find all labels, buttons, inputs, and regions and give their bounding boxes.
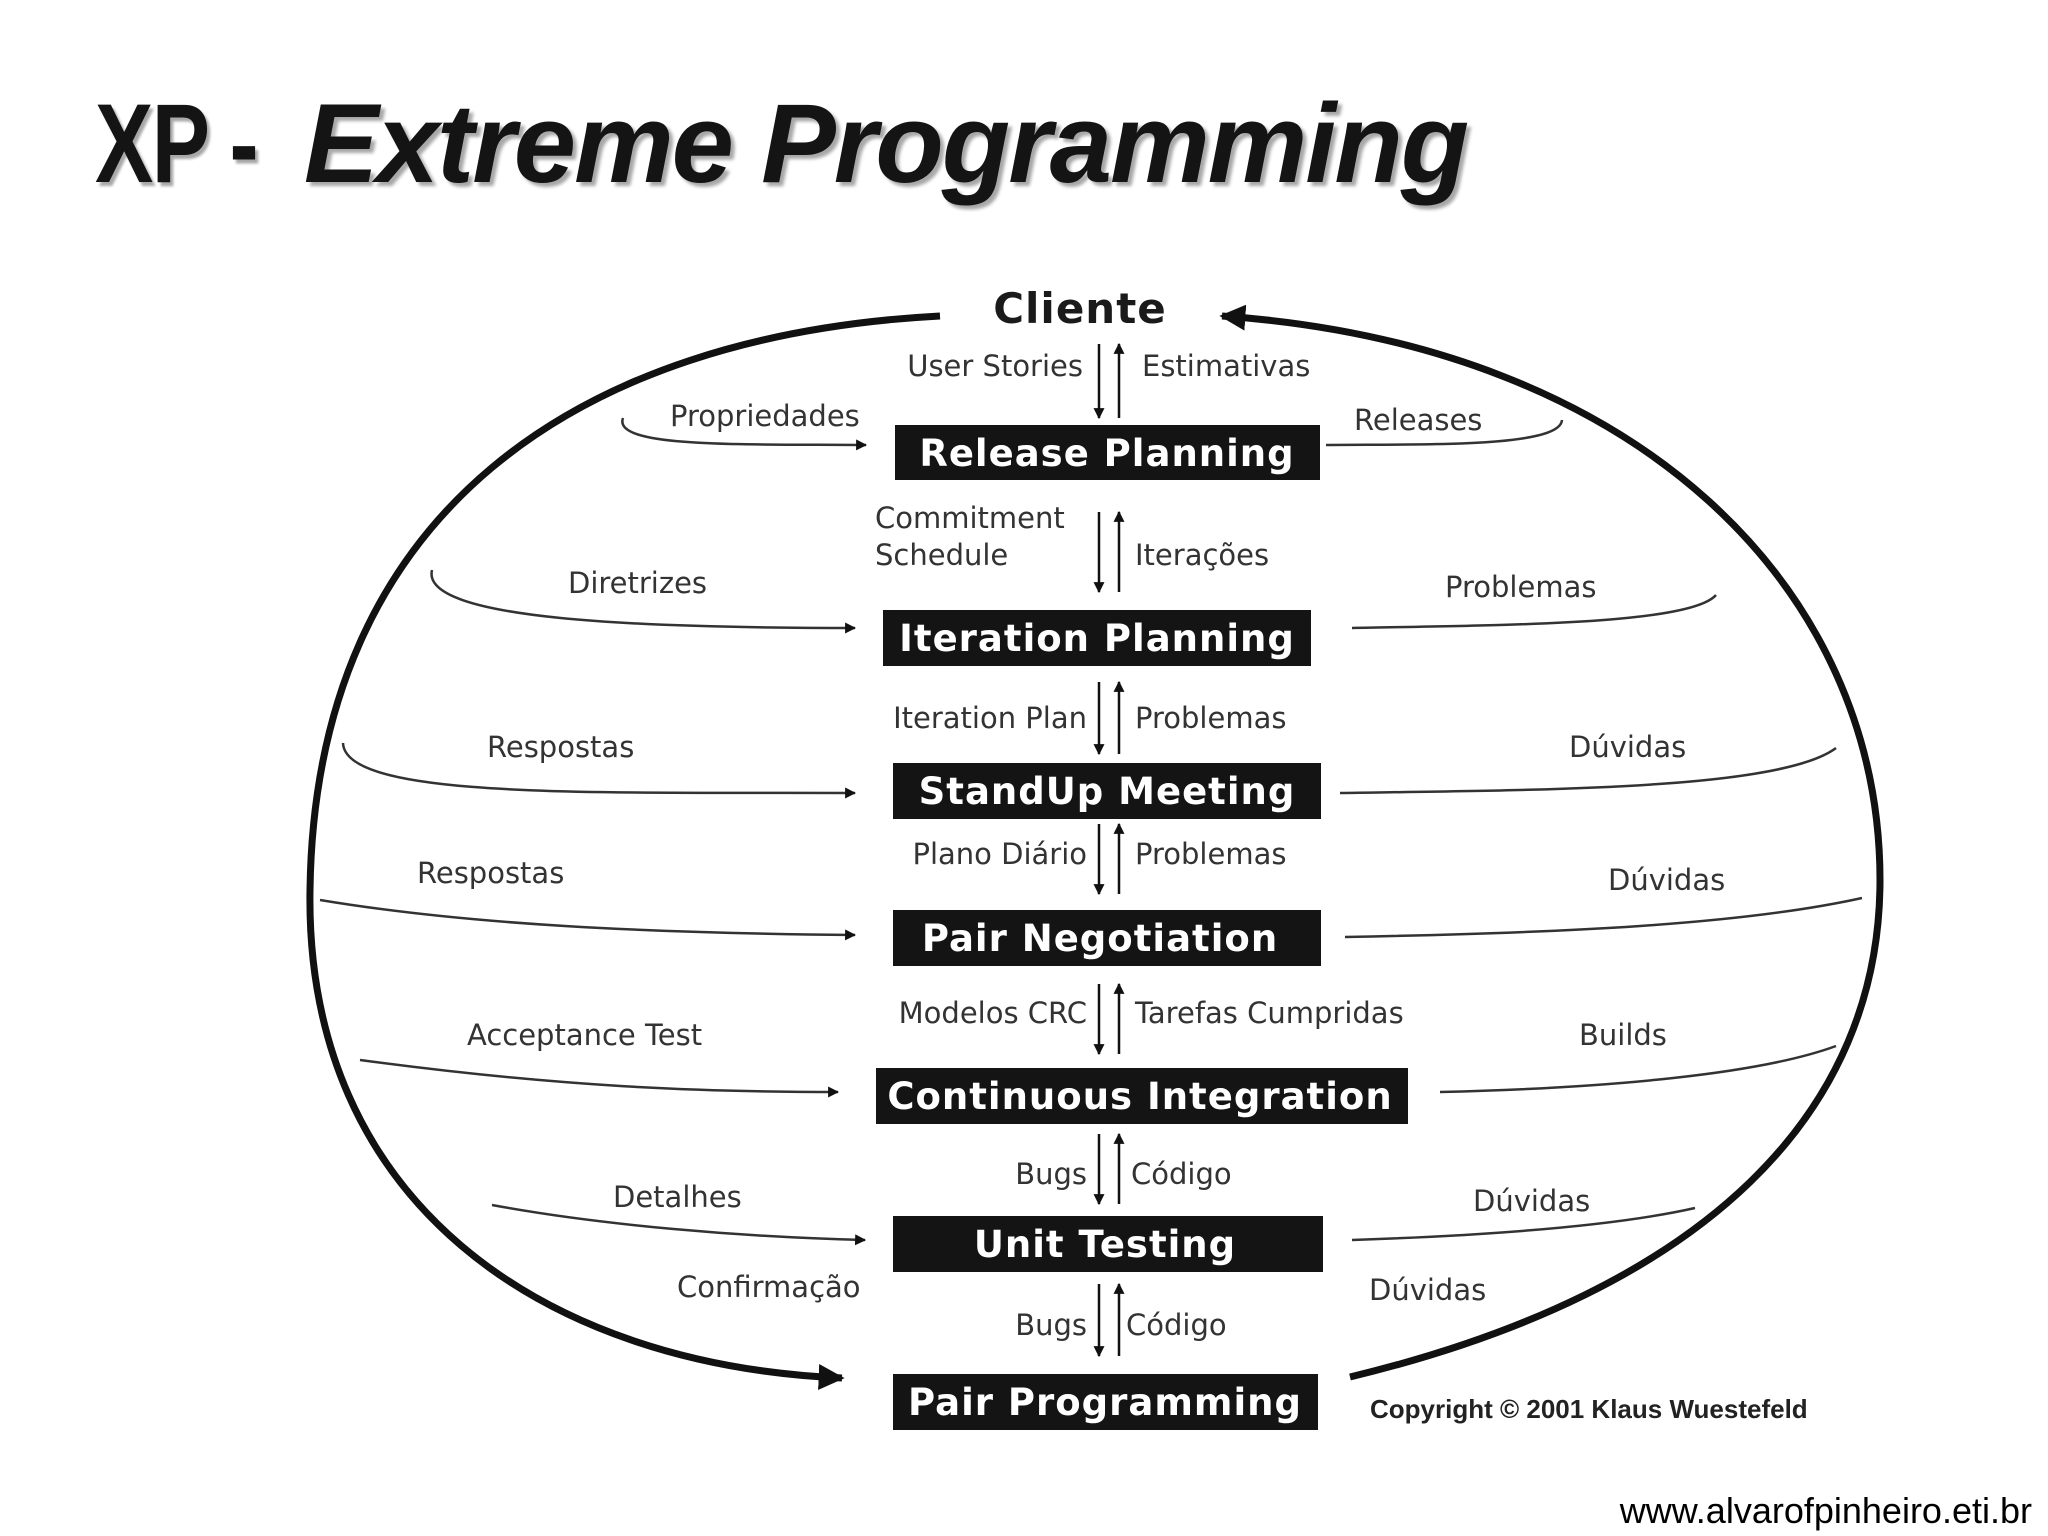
arrow-acceptance-test	[359, 1058, 840, 1098]
box-unit-testing-label: Unit Testing	[974, 1223, 1236, 1266]
label-duvidas-1: Dúvidas	[1569, 730, 1686, 764]
box-iteration-planning-label: Iteration Planning	[899, 617, 1295, 660]
box-pair-negotiation: Pair Negotiation	[893, 910, 1321, 966]
label-iteration-plan: Iteration Plan	[893, 701, 1087, 735]
line-problemas	[1351, 594, 1717, 630]
label-duvidas-4: Dúvidas	[1369, 1273, 1486, 1307]
label-bugs-2: Bugs	[1015, 1308, 1087, 1342]
title-prefix: XP -	[95, 81, 259, 206]
outer-cycle-arrows	[306, 304, 1884, 1390]
line-builds	[1439, 1044, 1837, 1094]
left-flow-arrows	[319, 417, 868, 1246]
label-duvidas-2: Dúvidas	[1608, 863, 1725, 897]
label-builds: Builds	[1579, 1018, 1667, 1052]
box-pair-programming: Pair Programming	[893, 1374, 1318, 1430]
outer-arc-left	[306, 312, 941, 1390]
label-codigo-2: Código	[1126, 1308, 1227, 1342]
copyright-notice: Copyright © 2001 Klaus Wuestefeld	[1370, 1394, 1808, 1424]
left-labels: Propriedades Diretrizes Respostas Respos…	[417, 399, 861, 1304]
label-plano-diario: Plano Diário	[912, 837, 1087, 871]
label-respostas-2: Respostas	[417, 856, 564, 890]
box-continuous-integration: Continuous Integration	[876, 1068, 1408, 1124]
label-problemas-2: Problemas	[1135, 837, 1286, 871]
box-release-planning: Release Planning	[895, 425, 1320, 480]
title-main: Extreme Programming	[303, 81, 1469, 206]
box-standup-meeting-label: StandUp Meeting	[919, 770, 1296, 813]
label-schedule: Schedule	[875, 538, 1008, 572]
box-continuous-integration-label: Continuous Integration	[887, 1075, 1392, 1118]
footer-url: www.alvarofpinheiro.eti.br	[1619, 1490, 2032, 1531]
label-modelos-crc: Modelos CRC	[899, 996, 1087, 1030]
label-bugs-1: Bugs	[1015, 1157, 1087, 1191]
center-arrows	[1093, 342, 1125, 1358]
label-confirmacao: Confirmação	[677, 1270, 861, 1304]
center-labels: User Stories Estimativas Commitment Sche…	[875, 349, 1404, 1342]
arrow-propriedades	[621, 417, 868, 451]
arrow-detalhes	[491, 1203, 867, 1246]
box-standup-meeting: StandUp Meeting	[893, 763, 1321, 819]
box-pair-programming-label: Pair Programming	[908, 1381, 1302, 1424]
label-problemas-1: Problemas	[1135, 701, 1286, 735]
label-respostas-1: Respostas	[487, 730, 634, 764]
label-releases: Releases	[1354, 403, 1482, 437]
box-release-planning-label: Release Planning	[919, 432, 1294, 475]
slide-title: XP - Extreme Programming	[95, 81, 1469, 206]
label-diretrizes: Diretrizes	[568, 566, 707, 600]
box-pair-negotiation-label: Pair Negotiation	[922, 917, 1278, 960]
label-acceptance-test: Acceptance Test	[467, 1018, 702, 1052]
outer-arc-right	[1219, 304, 1884, 1381]
cliente-label: Cliente	[993, 284, 1167, 333]
arrow-diretrizes	[430, 569, 857, 634]
label-problemas-right: Problemas	[1445, 570, 1596, 604]
label-detalhes: Detalhes	[613, 1180, 742, 1214]
line-releases	[1325, 419, 1564, 447]
arrow-respostas-2	[319, 898, 857, 941]
line-duvidas-1	[1339, 746, 1837, 795]
label-iteracoes: Iterações	[1135, 538, 1269, 572]
label-estimativas: Estimativas	[1142, 349, 1310, 383]
box-iteration-planning: Iteration Planning	[883, 610, 1311, 666]
line-duvidas-2	[1344, 896, 1863, 939]
label-duvidas-3: Dúvidas	[1473, 1184, 1590, 1218]
arrow-respostas-1	[341, 742, 857, 799]
label-commitment: Commitment	[875, 501, 1065, 535]
label-user-stories: User Stories	[907, 349, 1083, 383]
right-labels: Releases Problemas Dúvidas Dúvidas Build…	[1354, 403, 1725, 1307]
label-codigo-1: Código	[1131, 1157, 1232, 1191]
label-propriedades: Propriedades	[670, 399, 860, 433]
label-tarefas-cumpridas: Tarefas Cumpridas	[1134, 996, 1404, 1030]
line-duvidas-3	[1351, 1206, 1696, 1242]
box-unit-testing: Unit Testing	[893, 1216, 1323, 1272]
right-flow-lines	[1325, 419, 1863, 1242]
